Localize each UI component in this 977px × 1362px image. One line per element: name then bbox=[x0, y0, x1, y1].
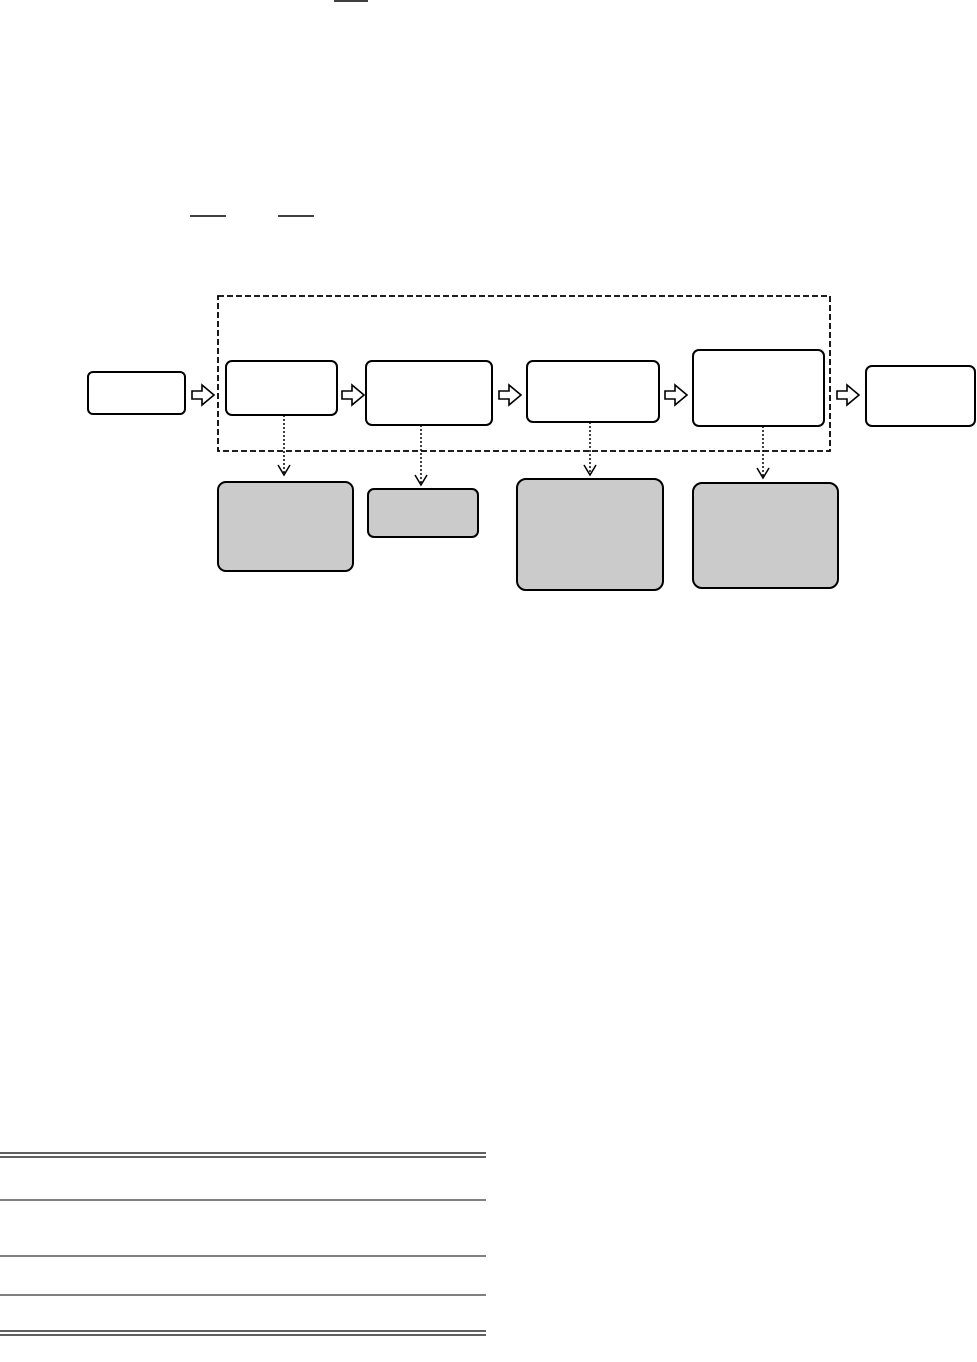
flow-arrow-icon bbox=[836, 383, 861, 407]
process-box-1 bbox=[225, 360, 338, 416]
output-box-1 bbox=[217, 481, 354, 572]
output-box-3 bbox=[516, 478, 664, 591]
process-box-3 bbox=[526, 360, 660, 423]
arrowhead-icon bbox=[414, 474, 428, 487]
arrowhead-icon bbox=[756, 467, 770, 480]
flow-arrow-icon bbox=[191, 383, 216, 407]
output-box-4 bbox=[692, 482, 839, 589]
flow-arrow-icon bbox=[664, 383, 689, 407]
flow-arrow-icon bbox=[498, 383, 523, 407]
process-box-output bbox=[865, 365, 976, 427]
arrowhead-icon bbox=[277, 464, 291, 477]
output-box-2 bbox=[367, 488, 479, 538]
process-box-4 bbox=[692, 349, 825, 427]
arrowhead-icon bbox=[583, 464, 597, 477]
flow-arrow-icon bbox=[341, 383, 366, 407]
process-box-2 bbox=[365, 360, 493, 426]
process-box-input bbox=[87, 371, 186, 415]
dashed-group-boundary bbox=[217, 295, 831, 452]
